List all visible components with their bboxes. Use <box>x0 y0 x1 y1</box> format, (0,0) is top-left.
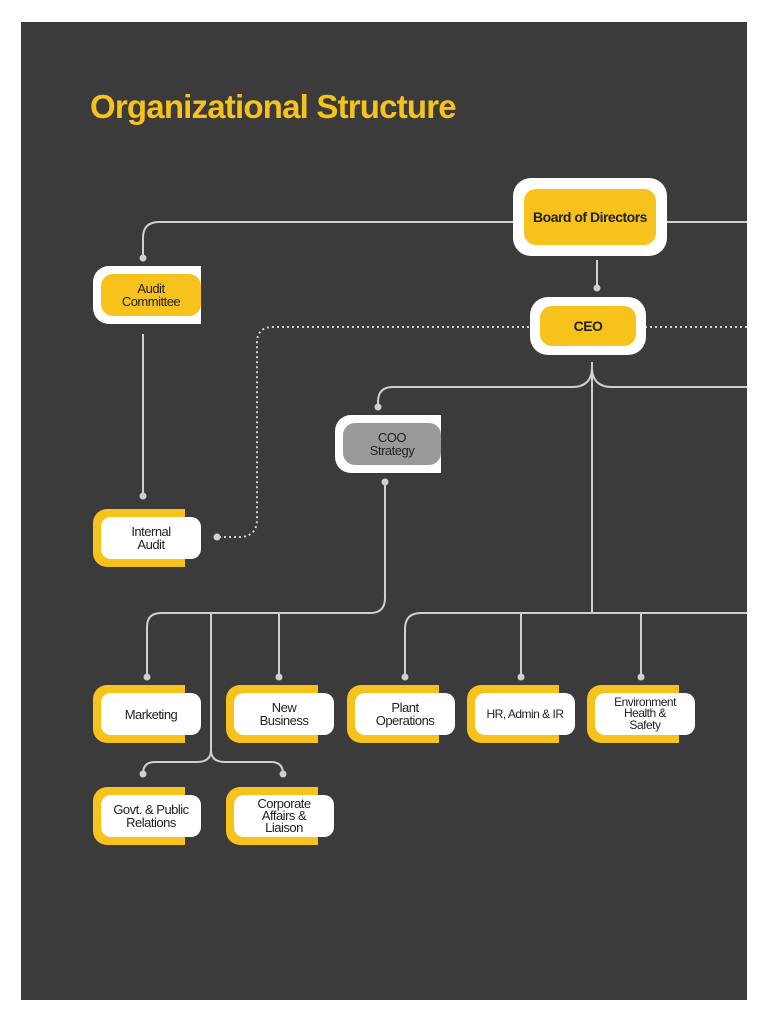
line-ceo-right <box>591 366 747 388</box>
node-label: Internal Audit <box>131 524 171 552</box>
node-corporate-affairs-liaison: Corporate Affairs & Liaison <box>226 787 334 845</box>
node-coo-strategy: COO Strategy <box>335 415 441 473</box>
node-label: Govt. & Public Relations <box>113 802 189 830</box>
line-board-audit-committee <box>142 221 513 258</box>
dot-plant-operations <box>401 673 409 681</box>
line-ceo-coo <box>377 366 593 406</box>
node-label: New Business <box>259 700 309 728</box>
node-board-of-directors: Board of Directors <box>513 178 667 256</box>
org-chart-panel: Organizational Structure Board of Direct… <box>21 22 747 1000</box>
node-new-business: New Business <box>226 685 334 743</box>
node-label: CEO <box>573 318 603 334</box>
dot-coo-bottom <box>381 478 389 486</box>
dot-ceo <box>593 284 601 292</box>
node-label: Marketing <box>124 706 178 722</box>
node-environment-health-safety: Environment Health & Safety <box>587 685 695 743</box>
line-corporate <box>210 749 284 775</box>
node-ceo: CEO <box>530 297 646 355</box>
dot-marketing <box>143 673 151 681</box>
node-label: Audit Committee <box>121 281 181 309</box>
node-hr-admin-ir: HR, Admin & IR <box>467 685 575 743</box>
node-label: Plant Operations <box>375 700 435 728</box>
dot-hr <box>517 673 525 681</box>
dot-audit-committee <box>139 254 147 262</box>
node-plant-operations: Plant Operations <box>347 685 455 743</box>
node-marketing: Marketing <box>93 685 201 743</box>
dot-corporate <box>279 770 287 778</box>
node-internal-audit: Internal Audit <box>93 509 201 567</box>
dot-internal-audit-dotted <box>213 533 221 541</box>
node-label: Environment Health & Safety <box>614 695 676 732</box>
dot-internal-audit <box>139 492 147 500</box>
dot-govt <box>139 770 147 778</box>
page-title: Organizational Structure <box>90 88 457 125</box>
line-govt <box>142 749 212 775</box>
connector-lines <box>139 221 747 778</box>
dot-new-business <box>275 673 283 681</box>
node-audit-committee: Audit Committee <box>93 266 201 324</box>
node-label: HR, Admin & IR <box>486 707 564 721</box>
dot-ehs <box>637 673 645 681</box>
node-label: Board of Directors <box>533 209 647 225</box>
line-ceo-bottom-bar <box>404 612 747 677</box>
dot-coo <box>374 403 382 411</box>
node-label: COO Strategy <box>369 430 415 458</box>
node-label: Corporate Affairs & Liaison <box>257 796 311 835</box>
line-coo-marketing <box>146 482 386 677</box>
node-govt-public-relations: Govt. & Public Relations <box>93 787 201 845</box>
